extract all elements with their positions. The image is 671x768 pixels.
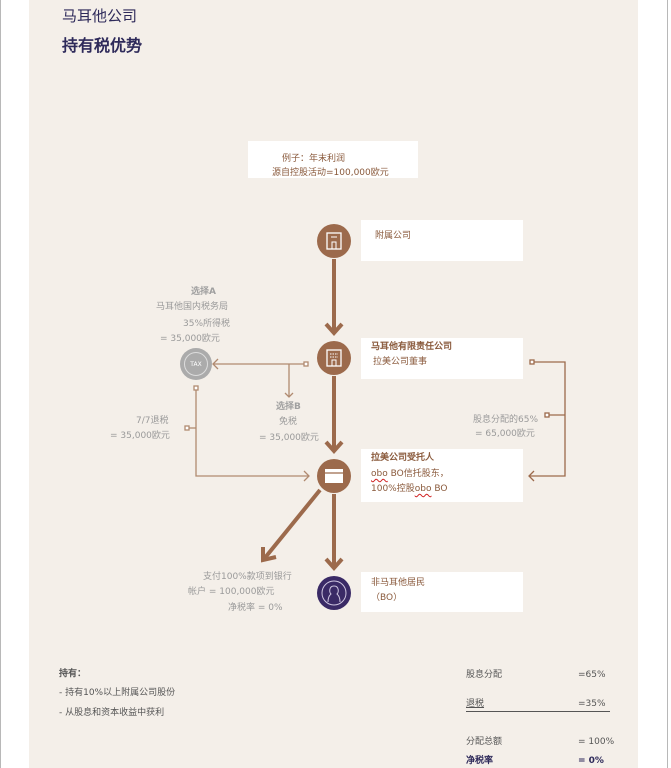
- holding-item: - 从股息和资本收益中获利: [59, 708, 165, 718]
- summary-label-net-rate: 净税率: [466, 756, 494, 766]
- payment-line3: 净税率 = 0%: [228, 603, 283, 613]
- office-building-icon: [326, 349, 342, 367]
- refund-line1: 7/7退税: [136, 416, 169, 426]
- arrowhead: [324, 440, 344, 455]
- arrowhead: [261, 547, 277, 563]
- bo-line1: 非马耳他居民: [371, 578, 426, 588]
- bo-node: [317, 576, 351, 610]
- malta-ltd-title: 马耳他有限责任公司: [371, 342, 453, 352]
- example-line2: 源自控股活动=100,000欧元: [272, 168, 389, 178]
- bo-line2: （BO）: [371, 593, 403, 603]
- tax-icon: TAX: [184, 352, 208, 376]
- option-a-line2: 35%所得税: [183, 319, 231, 329]
- summary-value: =65%: [578, 670, 606, 680]
- trustee-box: 拉美公司受托人 obo BO信托股东， 100%控股obo BO: [361, 449, 523, 502]
- building-icon: [326, 232, 342, 250]
- holding-item: - 持有10%以上附属公司股份: [59, 688, 176, 698]
- window-scrollbar[interactable]: [667, 0, 668, 768]
- example-box: 例子：年末利润 源自控股活动=100,000欧元: [248, 141, 418, 178]
- dividend-line1: 股息分配的65%: [473, 415, 539, 425]
- subsidiary-label: 附属公司: [375, 231, 412, 241]
- arrowhead: [324, 557, 344, 572]
- dividend-line2: = 65,000欧元: [475, 429, 535, 439]
- payment-line2: 帐户 = 100,000欧元: [188, 587, 275, 597]
- connector-handle: [184, 425, 190, 431]
- arrowhead: [528, 470, 535, 482]
- malta-ltd-role: 拉美公司董事: [373, 357, 428, 367]
- summary-value: = 100%: [578, 737, 615, 747]
- option-b-line1: 免税: [279, 417, 298, 427]
- option-a-line1: 马耳他国内税务局: [156, 302, 229, 312]
- arrowhead: [212, 358, 219, 370]
- option-a-line3: = 35,000欧元: [160, 334, 220, 344]
- arrow-trustee-to-bank: [262, 488, 322, 561]
- tax-node: TAX: [180, 348, 212, 380]
- summary-label: 股息分配: [466, 670, 503, 680]
- connector-handle: [303, 361, 309, 367]
- spellcheck-underlined-word: obo: [371, 469, 388, 479]
- connector-handle: [193, 385, 199, 391]
- trustee-title: 拉美公司受托人: [371, 453, 435, 463]
- option-b-title: 选择B: [276, 402, 301, 412]
- connector-handle: [529, 359, 535, 365]
- option-b-line2: = 35,000欧元: [259, 433, 319, 443]
- company-label: 马耳他公司: [62, 7, 138, 25]
- person-icon: [321, 580, 347, 606]
- summary-label: 分配总额: [466, 737, 503, 747]
- malta-ltd-box: 马耳他有限责任公司 拉美公司董事: [361, 338, 523, 379]
- line-refund: [195, 390, 309, 477]
- summary-value: =35%: [578, 699, 606, 709]
- summary-label: 退税: [466, 699, 485, 709]
- connector-handle: [544, 412, 550, 418]
- option-a-title: 选择A: [191, 287, 216, 297]
- trustee-line2: 100%控股obo BO: [371, 484, 448, 494]
- holding-title: 持有：: [59, 669, 87, 679]
- refund-line2: = 35,000欧元: [110, 431, 170, 441]
- arrowhead: [284, 392, 294, 398]
- page-title: 持有税优势: [62, 36, 143, 55]
- bo-box: 非马耳他居民 （BO）: [361, 572, 523, 612]
- summary-value-net-rate: = 0%: [578, 756, 604, 766]
- trustee-line1: obo BO信托股东，: [371, 469, 449, 479]
- spellcheck-underlined-word: obo: [414, 484, 432, 494]
- subsidiary-node: [317, 224, 351, 258]
- subsidiary-box: 附属公司: [361, 220, 523, 261]
- malta-ltd-node: [317, 341, 351, 375]
- window-edge-left: [0, 0, 1, 768]
- payment-line1: 支付100%款项到银行: [203, 572, 292, 582]
- briefcase-icon: [325, 469, 343, 483]
- example-line1: 例子：年末利润: [282, 154, 346, 164]
- line-dividend: [529, 361, 566, 477]
- arrowhead: [303, 470, 310, 482]
- arrowhead: [324, 322, 344, 337]
- trustee-node: [317, 459, 351, 493]
- summary-divider: [466, 711, 610, 712]
